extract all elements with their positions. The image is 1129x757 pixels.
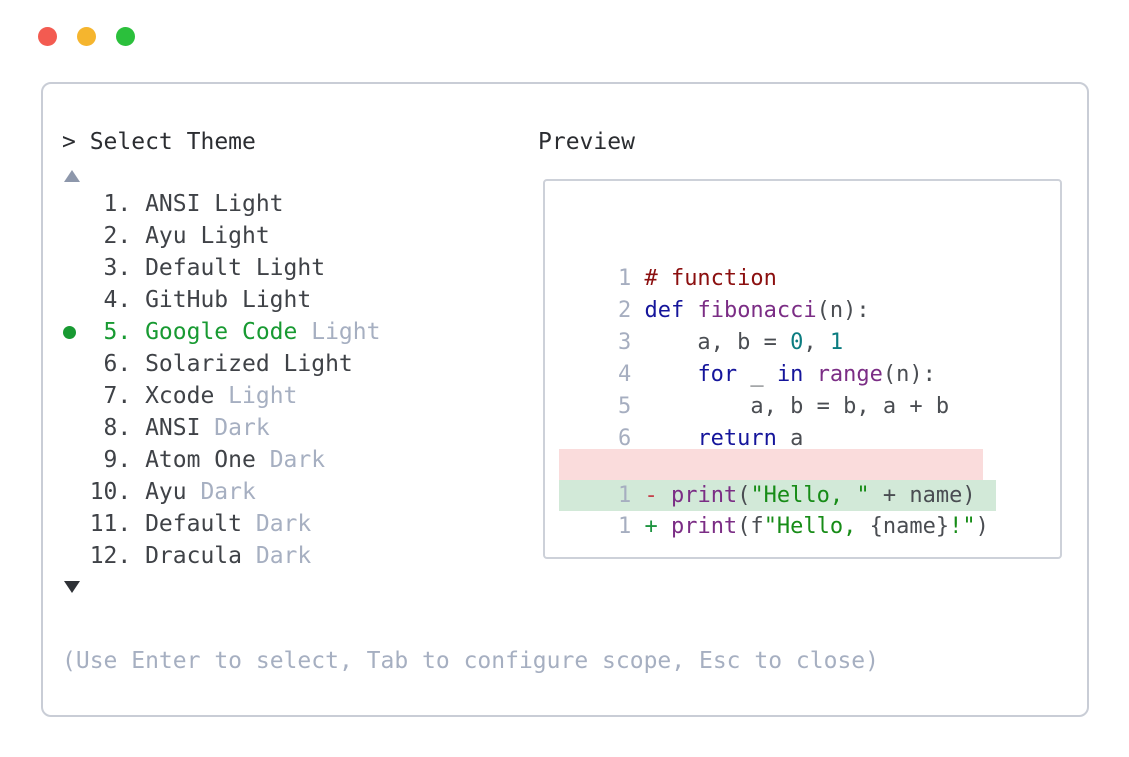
code-text: for _ in range(n):	[697, 362, 936, 387]
theme-variant: Dark	[269, 447, 326, 473]
theme-list: 1. ANSI Light 2. Ayu Light 3. Default Li…	[62, 188, 380, 572]
help-text: (Use Enter to select, Tab to configure s…	[62, 648, 879, 674]
theme-name: Solarized Light	[145, 351, 353, 377]
code-text: print(f"Hello, {name}!")	[670, 514, 989, 539]
theme-number: 4.	[103, 287, 132, 313]
line-number: 6	[617, 426, 632, 451]
theme-list-item[interactable]: 1. ANSI Light	[62, 188, 380, 220]
selected-bullet-icon	[62, 252, 90, 284]
scroll-up-icon[interactable]	[64, 170, 80, 182]
theme-list-item[interactable]: 6. Solarized Light	[62, 348, 380, 380]
code-line: 2 def fibonacci(n):	[565, 263, 1060, 323]
diff-lines: 1- print("Hello, " + name) 1 + print(f"He…	[559, 449, 1060, 539]
theme-name: Google Code	[145, 319, 298, 345]
theme-number: 12.	[89, 543, 132, 569]
theme-list-item[interactable]: 9. Atom One Dark	[62, 444, 380, 476]
theme-variant: Light	[228, 383, 298, 409]
theme-name: ANSI	[145, 415, 201, 441]
code-line: 5 a, b = b, a + b	[565, 359, 1060, 419]
theme-number: 6.	[103, 351, 132, 377]
theme-number: 5.	[103, 319, 132, 345]
line-number: 1	[617, 514, 632, 539]
theme-number: 8.	[103, 415, 132, 441]
theme-picker-panel: > Select Theme Preview 1. ANSI Light 2. …	[41, 82, 1089, 717]
theme-name: Default	[145, 511, 242, 537]
code-text: # function	[644, 266, 777, 291]
diff-sign: -	[644, 483, 658, 508]
theme-variant: Dark	[255, 543, 312, 569]
selected-bullet-icon	[62, 220, 90, 252]
theme-number: 2.	[103, 223, 132, 249]
theme-list-item[interactable]: 12. Dracula Dark	[62, 540, 380, 572]
scroll-down-icon[interactable]	[64, 581, 80, 593]
line-number: 1	[617, 483, 632, 508]
zoom-button[interactable]	[116, 27, 135, 46]
theme-list-item[interactable]: 3. Default Light	[62, 252, 380, 284]
theme-list-item[interactable]: 8. ANSI Dark	[62, 412, 380, 444]
selected-bullet-icon	[62, 188, 90, 220]
theme-name: GitHub Light	[145, 287, 312, 313]
theme-name: Ayu	[145, 479, 187, 505]
code-preview-box: 1 # function 2 def fibonacci(n): 3 a, b = …	[543, 179, 1062, 559]
theme-name: ANSI Light	[145, 191, 284, 217]
theme-name: Ayu Light	[145, 223, 270, 249]
theme-list-item[interactable]: 5. Google Code Light	[62, 316, 380, 348]
code-text: a, b = b, a + b	[644, 394, 950, 419]
theme-variant: Dark	[255, 511, 312, 537]
code-text: a, b = 0, 1	[644, 330, 844, 355]
diff-line: 1 + print(f"Hello, {name}!")	[559, 480, 996, 539]
code-line: 3 a, b = 0, 1	[565, 295, 1060, 355]
window-controls	[38, 27, 135, 46]
line-number: 1	[617, 266, 632, 291]
theme-variant: Light	[311, 319, 381, 345]
line-number: 2	[617, 298, 632, 323]
code-text: print("Hello, " + name)	[670, 483, 976, 508]
diff-sign: +	[644, 514, 658, 539]
theme-name: Default Light	[145, 255, 326, 281]
selected-bullet-icon	[62, 284, 90, 316]
line-number: 4	[617, 362, 632, 387]
theme-list-item[interactable]: 2. Ayu Light	[62, 220, 380, 252]
theme-number: 9.	[103, 447, 132, 473]
theme-name: Atom One	[145, 447, 256, 473]
selected-bullet-icon	[62, 348, 90, 380]
theme-number: 7.	[103, 383, 132, 409]
code-line: 4 for _ in range(n):	[565, 327, 1060, 387]
line-number: 3	[617, 330, 632, 355]
theme-list-item[interactable]: 4. GitHub Light	[62, 284, 380, 316]
code-line: 1 # function	[565, 231, 1060, 291]
theme-name: Xcode	[145, 383, 215, 409]
minimize-button[interactable]	[77, 27, 96, 46]
theme-number: 10.	[89, 479, 132, 505]
code-text: return a	[697, 426, 804, 451]
theme-number: 3.	[103, 255, 132, 281]
theme-number: 1.	[103, 191, 132, 217]
selected-bullet-icon	[62, 508, 90, 540]
selected-bullet-icon	[62, 476, 90, 508]
theme-list-item[interactable]: 11. Default Dark	[62, 508, 380, 540]
theme-variant: Dark	[200, 479, 256, 505]
diff-line: 1- print("Hello, " + name)	[559, 449, 983, 508]
preview-title: Preview	[538, 129, 635, 155]
code-text: def fibonacci(n):	[644, 298, 870, 323]
selected-bullet-icon	[62, 540, 90, 572]
selected-bullet-icon	[62, 380, 90, 412]
close-button[interactable]	[38, 27, 57, 46]
selected-bullet-icon	[62, 316, 90, 348]
theme-list-item[interactable]: 7. Xcode Light	[62, 380, 380, 412]
code-line: 6 return a	[565, 391, 1060, 451]
line-number: 5	[617, 394, 632, 419]
select-theme-prompt: > Select Theme	[62, 129, 256, 155]
selected-bullet-icon	[62, 412, 90, 444]
theme-number: 11.	[89, 511, 132, 537]
theme-variant: Dark	[214, 415, 270, 441]
theme-list-item[interactable]: 10. Ayu Dark	[62, 476, 380, 508]
theme-name: Dracula	[145, 543, 242, 569]
code-lines: 1 # function 2 def fibonacci(n): 3 a, b = …	[565, 231, 1060, 451]
selected-bullet-icon	[62, 444, 90, 476]
